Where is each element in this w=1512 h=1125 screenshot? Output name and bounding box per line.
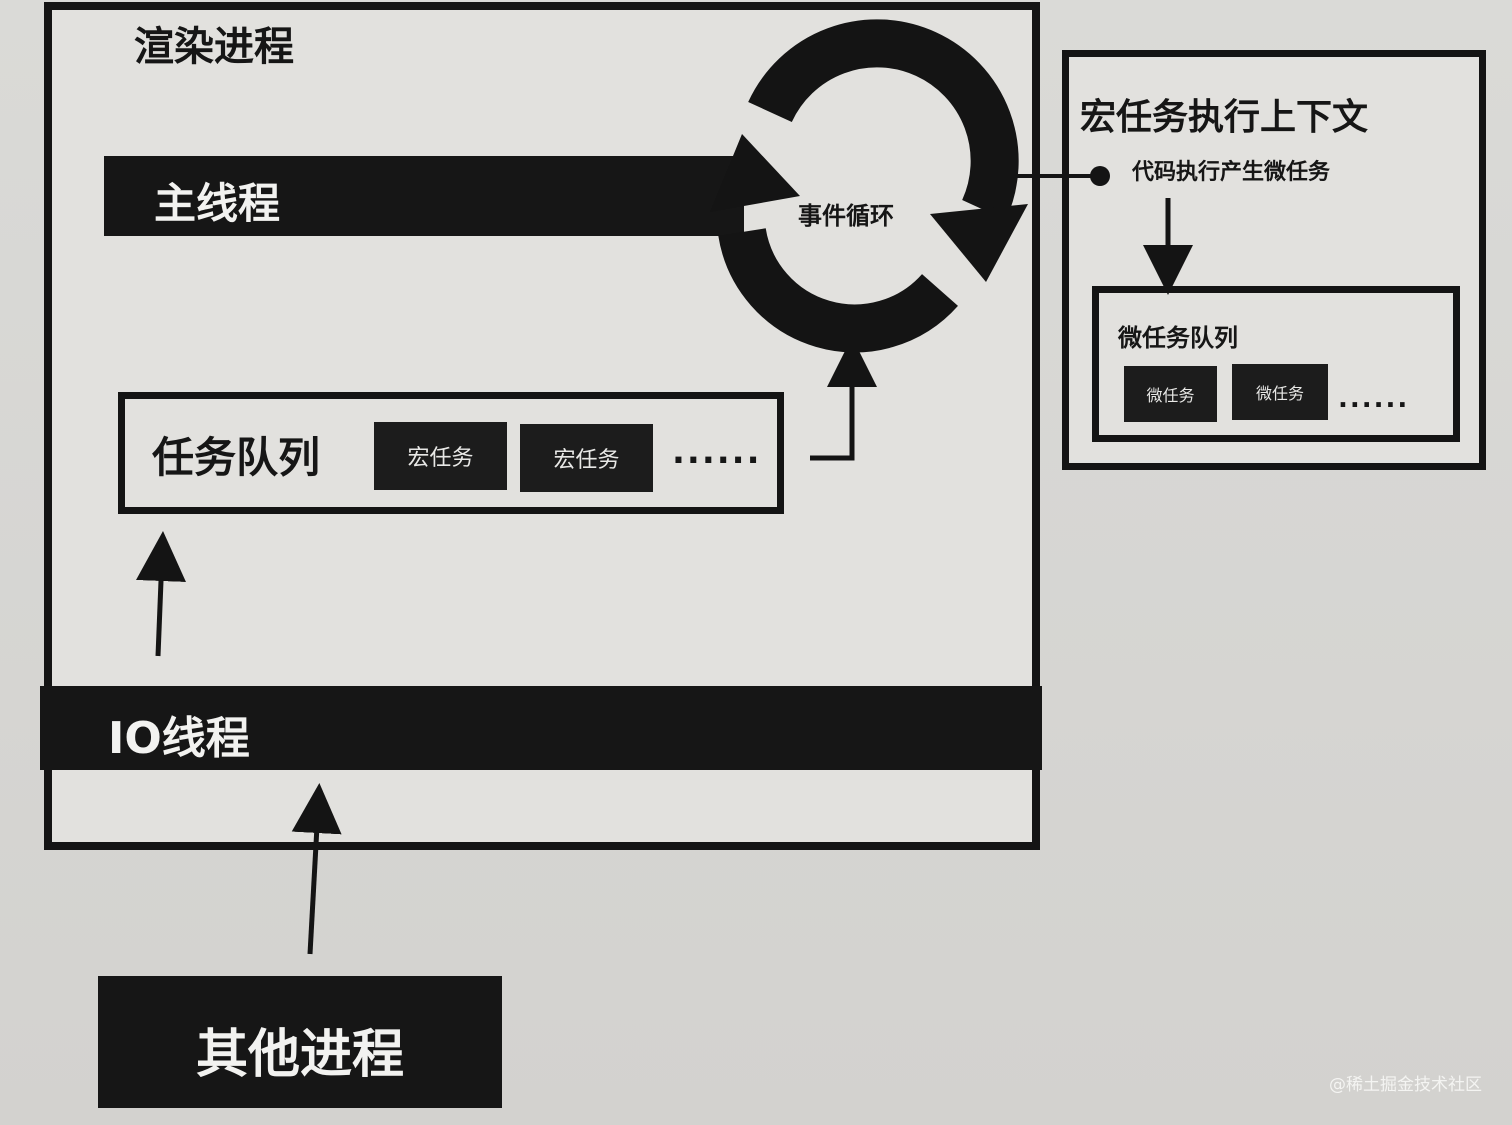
main-thread-label: 主线程 bbox=[154, 179, 281, 228]
io-to-queue-arrow bbox=[136, 531, 186, 657]
other-to-io-arrow bbox=[291, 783, 342, 955]
watermark: @稀土掘金技术社区 bbox=[1329, 1075, 1482, 1095]
macro-task-1: 宏任务 bbox=[374, 422, 507, 490]
macro-context-note: 代码执行产生微任务 bbox=[1132, 160, 1331, 185]
context-connector-dot bbox=[1090, 166, 1110, 186]
micro-task-2: 微任务 bbox=[1232, 364, 1328, 420]
micro-task-1: 微任务 bbox=[1124, 366, 1217, 422]
other-process-box bbox=[98, 976, 502, 1108]
queue-to-loop-arrow bbox=[810, 337, 877, 461]
render-process-title: 渲染进程 bbox=[134, 24, 294, 70]
micro-queue-label: 微任务队列 bbox=[1118, 324, 1238, 352]
other-process-label: 其他进程 bbox=[196, 1025, 405, 1085]
micro-queue-ellipsis: ...... bbox=[1338, 384, 1410, 414]
io-thread-label: IO线程 bbox=[108, 713, 250, 764]
main-thread-bar bbox=[104, 156, 744, 236]
event-loop-ring bbox=[710, 19, 1028, 353]
event-loop-label: 事件循环 bbox=[798, 202, 894, 230]
task-queue-ellipsis: ...... bbox=[672, 432, 762, 472]
macro-task-2: 宏任务 bbox=[520, 424, 653, 492]
io-thread-bar bbox=[40, 686, 1042, 770]
macro-context-title: 宏任务执行上下文 bbox=[1080, 97, 1369, 138]
task-queue-label: 任务队列 bbox=[152, 433, 321, 482]
